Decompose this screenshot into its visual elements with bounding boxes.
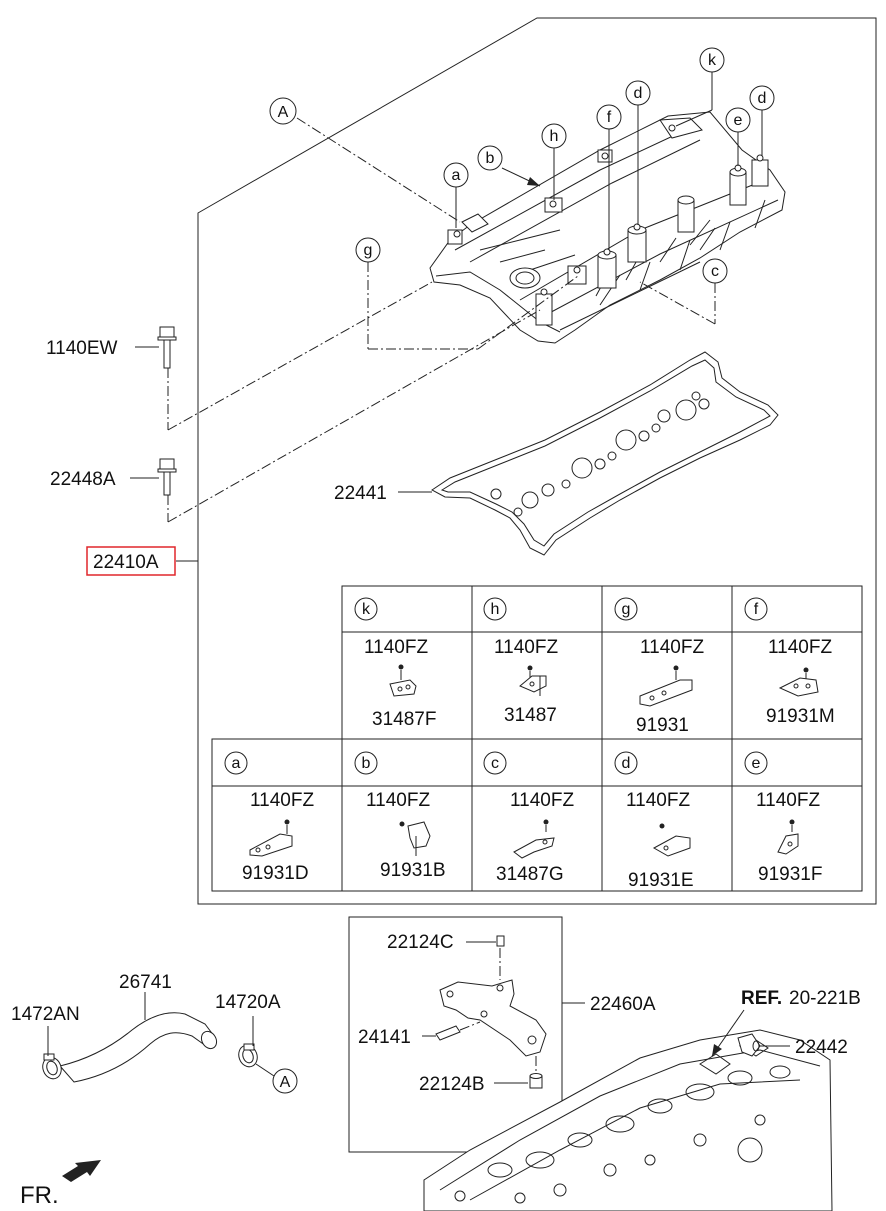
callout-e-label: e	[734, 112, 743, 129]
callout-A-lower[interactable]: A	[272, 1068, 298, 1094]
callout-k-label: k	[708, 52, 717, 69]
detail-bolt-b: 1140FZ	[366, 790, 430, 811]
callout-d[interactable]: d	[749, 85, 775, 111]
detail-cell-c[interactable]: c 1140FZ 31487G	[483, 751, 574, 885]
bolt-22124C[interactable]	[496, 935, 505, 947]
detail-key-h: h	[491, 601, 500, 618]
detail-bolt-e: 1140FZ	[756, 790, 820, 811]
clamp-1472AN[interactable]	[40, 1053, 64, 1081]
callout-f-label: f	[607, 109, 612, 126]
cylinder-head-ref[interactable]	[423, 1029, 833, 1211]
detail-part-e: 91931F	[758, 864, 822, 885]
assembly-frame	[197, 17, 877, 905]
label-24141: 24141	[358, 1027, 411, 1048]
detail-cell-k[interactable]: k 1140FZ 31487F	[354, 597, 436, 730]
detail-part-a: 91931D	[242, 863, 309, 884]
detail-part-c: 31487G	[496, 864, 564, 885]
callout-b-label: b	[486, 150, 495, 167]
pin-24141[interactable]	[435, 1025, 461, 1041]
callout-a[interactable]: a	[443, 162, 469, 188]
detail-part-b: 91931B	[380, 860, 446, 881]
clamp-14720A[interactable]	[236, 1043, 260, 1070]
detail-key-k: k	[362, 601, 371, 618]
label-1472AN: 1472AN	[11, 1004, 80, 1025]
detail-part-g: 91931	[636, 715, 689, 736]
callout-h[interactable]: h	[541, 123, 567, 149]
detail-cell-b[interactable]: b 1140FZ 91931B	[354, 751, 446, 881]
detail-key-f: f	[754, 601, 759, 618]
label-22124B: 22124B	[419, 1074, 485, 1095]
detail-bolt-k: 1140FZ	[364, 637, 428, 658]
label-22124C: 22124C	[387, 932, 454, 953]
detail-bolt-h: 1140FZ	[494, 637, 558, 658]
label-26741: 26741	[119, 972, 172, 993]
callout-g-label: g	[364, 242, 373, 259]
callout-d-label: d	[634, 85, 643, 102]
detail-cell-d[interactable]: d 1140FZ 91931E	[614, 751, 694, 891]
callout-h-label: h	[550, 128, 559, 145]
detail-key-a: a	[232, 755, 241, 772]
detail-key-c: c	[491, 755, 499, 772]
callout-k[interactable]: k	[699, 47, 725, 73]
engine-hanger-22460A[interactable]	[439, 979, 547, 1057]
detail-bolt-d: 1140FZ	[626, 790, 690, 811]
detail-key-g: g	[622, 601, 631, 618]
bolt-22448A[interactable]	[130, 458, 177, 496]
callout-c-label: c	[711, 263, 719, 280]
label-22448A: 22448A	[50, 469, 116, 490]
label-22460A: 22460A	[590, 994, 656, 1015]
detail-bolt-c: 1140FZ	[510, 790, 574, 811]
callout-A-lower-label: A	[280, 1074, 291, 1091]
detail-cell-f[interactable]: f 1140FZ 91931M	[744, 597, 835, 727]
cap-22442[interactable]	[737, 1033, 761, 1057]
nut-22124B[interactable]	[529, 1073, 543, 1089]
detail-bolt-f: 1140FZ	[768, 637, 832, 658]
callout-d2-label: d	[758, 90, 767, 107]
callout-d-upper[interactable]: d	[625, 80, 651, 106]
callout-A[interactable]: A	[269, 97, 297, 125]
callout-g[interactable]: g	[355, 237, 381, 263]
detail-cell-h[interactable]: h 1140FZ 31487	[483, 597, 558, 726]
detail-key-b: b	[362, 755, 371, 772]
detail-cell-g[interactable]: g 1140FZ 91931	[614, 597, 704, 736]
detail-cell-e[interactable]: e 1140FZ 91931F	[744, 751, 822, 885]
detail-part-k: 31487F	[372, 709, 436, 730]
hose-26741[interactable]	[59, 1012, 220, 1083]
detail-part-h: 31487	[504, 705, 557, 726]
gasket-22441[interactable]	[431, 351, 779, 556]
callout-f[interactable]: f	[596, 104, 622, 130]
label-22441: 22441	[334, 483, 387, 504]
label-ref-code[interactable]: 20-221B	[789, 988, 861, 1009]
callout-A-label: A	[278, 104, 289, 121]
label-22442: 22442	[795, 1037, 848, 1058]
label-22410A: 22410A	[93, 552, 159, 573]
ref-arrow-icon	[712, 1044, 722, 1056]
detail-key-d: d	[622, 755, 631, 772]
callout-A-lower-leader	[255, 1063, 275, 1077]
callout-b[interactable]: b	[477, 145, 503, 171]
cover-leaders	[167, 72, 763, 523]
label-1140EW: 1140EW	[46, 338, 118, 359]
front-arrow-icon	[62, 1160, 101, 1182]
callout-e[interactable]: e	[725, 107, 751, 133]
bolt-1140EW[interactable]	[135, 326, 177, 369]
detail-bolt-g: 1140FZ	[640, 637, 704, 658]
hanger-frame	[348, 916, 563, 1153]
detail-key-e: e	[752, 755, 761, 772]
pin-axis	[459, 1021, 481, 1031]
detail-part-d: 91931E	[628, 870, 694, 891]
detail-bolt-a: 1140FZ	[250, 790, 314, 811]
detail-part-f: 91931M	[766, 706, 835, 727]
callout-c[interactable]: c	[702, 258, 728, 284]
detail-cell-a[interactable]: a 1140FZ 91931D	[224, 751, 314, 884]
label-14720A: 14720A	[215, 992, 281, 1013]
label-front: FR.	[20, 1182, 59, 1209]
label-ref-prefix: REF.	[741, 988, 782, 1009]
callout-a-label: a	[452, 167, 461, 184]
assembly-label-box[interactable]	[86, 546, 176, 576]
detail-table	[211, 585, 863, 892]
cylinder-head-cover[interactable]	[429, 111, 786, 344]
